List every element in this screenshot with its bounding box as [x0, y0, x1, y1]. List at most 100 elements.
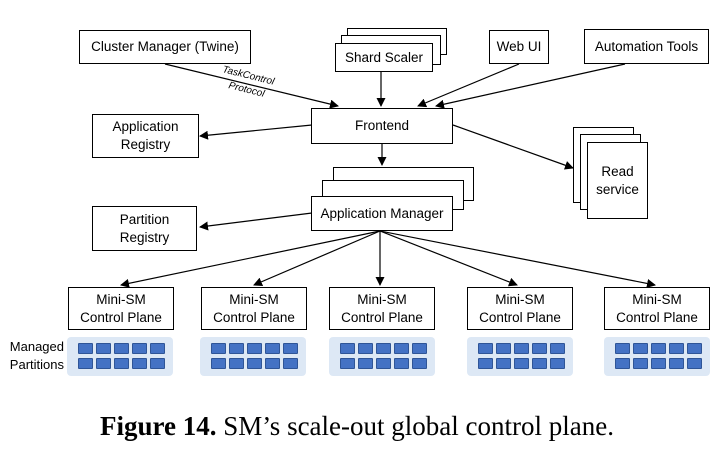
application-registry-box: Application Registry — [92, 114, 199, 158]
partition-strip-5 — [604, 337, 710, 376]
partition-registry-box: Partition Registry — [92, 206, 197, 251]
partition-cell — [669, 343, 684, 354]
managed-partitions-label-2: Partitions — [9, 357, 64, 372]
figure-caption-text: SM’s scale-out global control plane. — [216, 411, 614, 441]
partition-cell — [478, 343, 493, 354]
partition-cell — [669, 358, 684, 369]
partition-cell — [96, 343, 111, 354]
read-service-box: Read service — [587, 142, 648, 219]
partition-cell — [633, 358, 648, 369]
partition-cell — [376, 358, 391, 369]
web-ui-label: Web UI — [496, 39, 542, 54]
partition-strip-1 — [67, 337, 173, 376]
mini-sm-label: Mini-SM — [495, 291, 545, 307]
partition-cell — [340, 358, 355, 369]
frontend-label: Frontend — [354, 118, 410, 133]
partition-cell — [211, 343, 226, 354]
partition-cell — [132, 343, 147, 354]
partition-cell — [78, 343, 93, 354]
application-registry-label-2: Registry — [120, 137, 171, 152]
mini-sm-sublabel: Control Plane — [479, 309, 561, 325]
partition-cell — [550, 343, 565, 354]
mini-sm-sublabel: Control Plane — [213, 309, 295, 325]
partition-cell — [532, 343, 547, 354]
mini-sm-box-4: Mini-SM Control Plane — [467, 287, 573, 330]
edge-appmanager-to-minism-1 — [120, 230, 381, 288]
managed-partitions-label-1: Managed — [9, 339, 64, 354]
edge-appmanager-to-minism-5 — [379, 230, 656, 288]
partition-cell — [478, 358, 493, 369]
partition-cell — [514, 343, 529, 354]
partition-cell — [283, 343, 298, 354]
partition-registry-label-1: Partition — [119, 211, 170, 227]
shard-scaler-label: Shard Scaler — [344, 49, 424, 65]
partition-cell — [96, 358, 111, 369]
partition-cell — [132, 358, 147, 369]
edge-frontend-to-appregistry — [199, 124, 313, 140]
partition-cell — [247, 358, 262, 369]
mini-sm-label: Mini-SM — [357, 291, 407, 307]
frontend-box: Frontend — [311, 108, 453, 144]
partition-cell — [358, 343, 373, 354]
application-manager-label: Application Manager — [320, 205, 444, 221]
figure-caption-number: Figure 14. — [100, 411, 217, 441]
application-manager-box: Application Manager — [311, 196, 453, 231]
partition-cell — [114, 358, 129, 369]
mini-sm-sublabel: Control Plane — [616, 309, 698, 325]
mini-sm-box-1: Mini-SM Control Plane — [68, 287, 174, 330]
edge-appmanager-to-minism-4 — [379, 230, 518, 287]
edge-cluster-to-frontend — [164, 63, 339, 109]
automation-tools-box: Automation Tools — [584, 29, 709, 64]
mini-sm-sublabel: Control Plane — [341, 309, 423, 325]
partition-cell — [358, 358, 373, 369]
partition-cell — [633, 343, 648, 354]
partition-cell — [265, 358, 280, 369]
partition-cell — [394, 343, 409, 354]
partition-cell — [247, 343, 262, 354]
partition-cell — [687, 343, 702, 354]
partition-cell — [532, 358, 547, 369]
web-ui-box: Web UI — [489, 30, 549, 64]
partition-cell — [496, 358, 511, 369]
partition-strip-4 — [467, 337, 573, 376]
cluster-manager-box: Cluster Manager (Twine) — [79, 30, 251, 64]
mini-sm-label: Mini-SM — [632, 291, 682, 307]
partition-cell — [651, 343, 666, 354]
partition-strip-3 — [329, 337, 435, 376]
partition-cell — [114, 343, 129, 354]
mini-sm-box-2: Mini-SM Control Plane — [201, 287, 307, 330]
partition-strip-2 — [200, 337, 306, 376]
mini-sm-sublabel: Control Plane — [80, 309, 162, 325]
read-service-label-2: service — [596, 181, 639, 197]
partition-cell — [514, 358, 529, 369]
partition-cell — [150, 343, 165, 354]
partition-cell — [150, 358, 165, 369]
mini-sm-box-3: Mini-SM Control Plane — [329, 287, 435, 330]
partition-cell — [283, 358, 298, 369]
partition-cell — [412, 343, 427, 354]
edge-appmanager-to-partitionregistry — [199, 212, 313, 231]
partition-cell — [265, 343, 280, 354]
partition-cell — [615, 358, 630, 369]
managed-partitions-label: Managed Partitions — [0, 338, 64, 374]
partition-cell — [651, 358, 666, 369]
partition-cell — [340, 343, 355, 354]
mini-sm-box-5: Mini-SM Control Plane — [604, 287, 710, 330]
partition-cell — [229, 358, 244, 369]
edge-frontend-to-readservice — [452, 124, 574, 170]
partition-cell — [78, 358, 93, 369]
partition-cell — [687, 358, 702, 369]
read-service-label-1: Read — [601, 163, 634, 179]
partition-cell — [496, 343, 511, 354]
partition-cell — [229, 343, 244, 354]
partition-cell — [615, 343, 630, 354]
partition-registry-label-2: Registry — [119, 229, 170, 245]
partition-cell — [211, 358, 226, 369]
cluster-manager-label: Cluster Manager (Twine) — [91, 39, 239, 54]
mini-sm-label: Mini-SM — [229, 291, 279, 307]
automation-tools-label: Automation Tools — [594, 38, 699, 54]
partition-cell — [550, 358, 565, 369]
figure-caption: Figure 14. SM’s scale-out global control… — [0, 408, 714, 444]
